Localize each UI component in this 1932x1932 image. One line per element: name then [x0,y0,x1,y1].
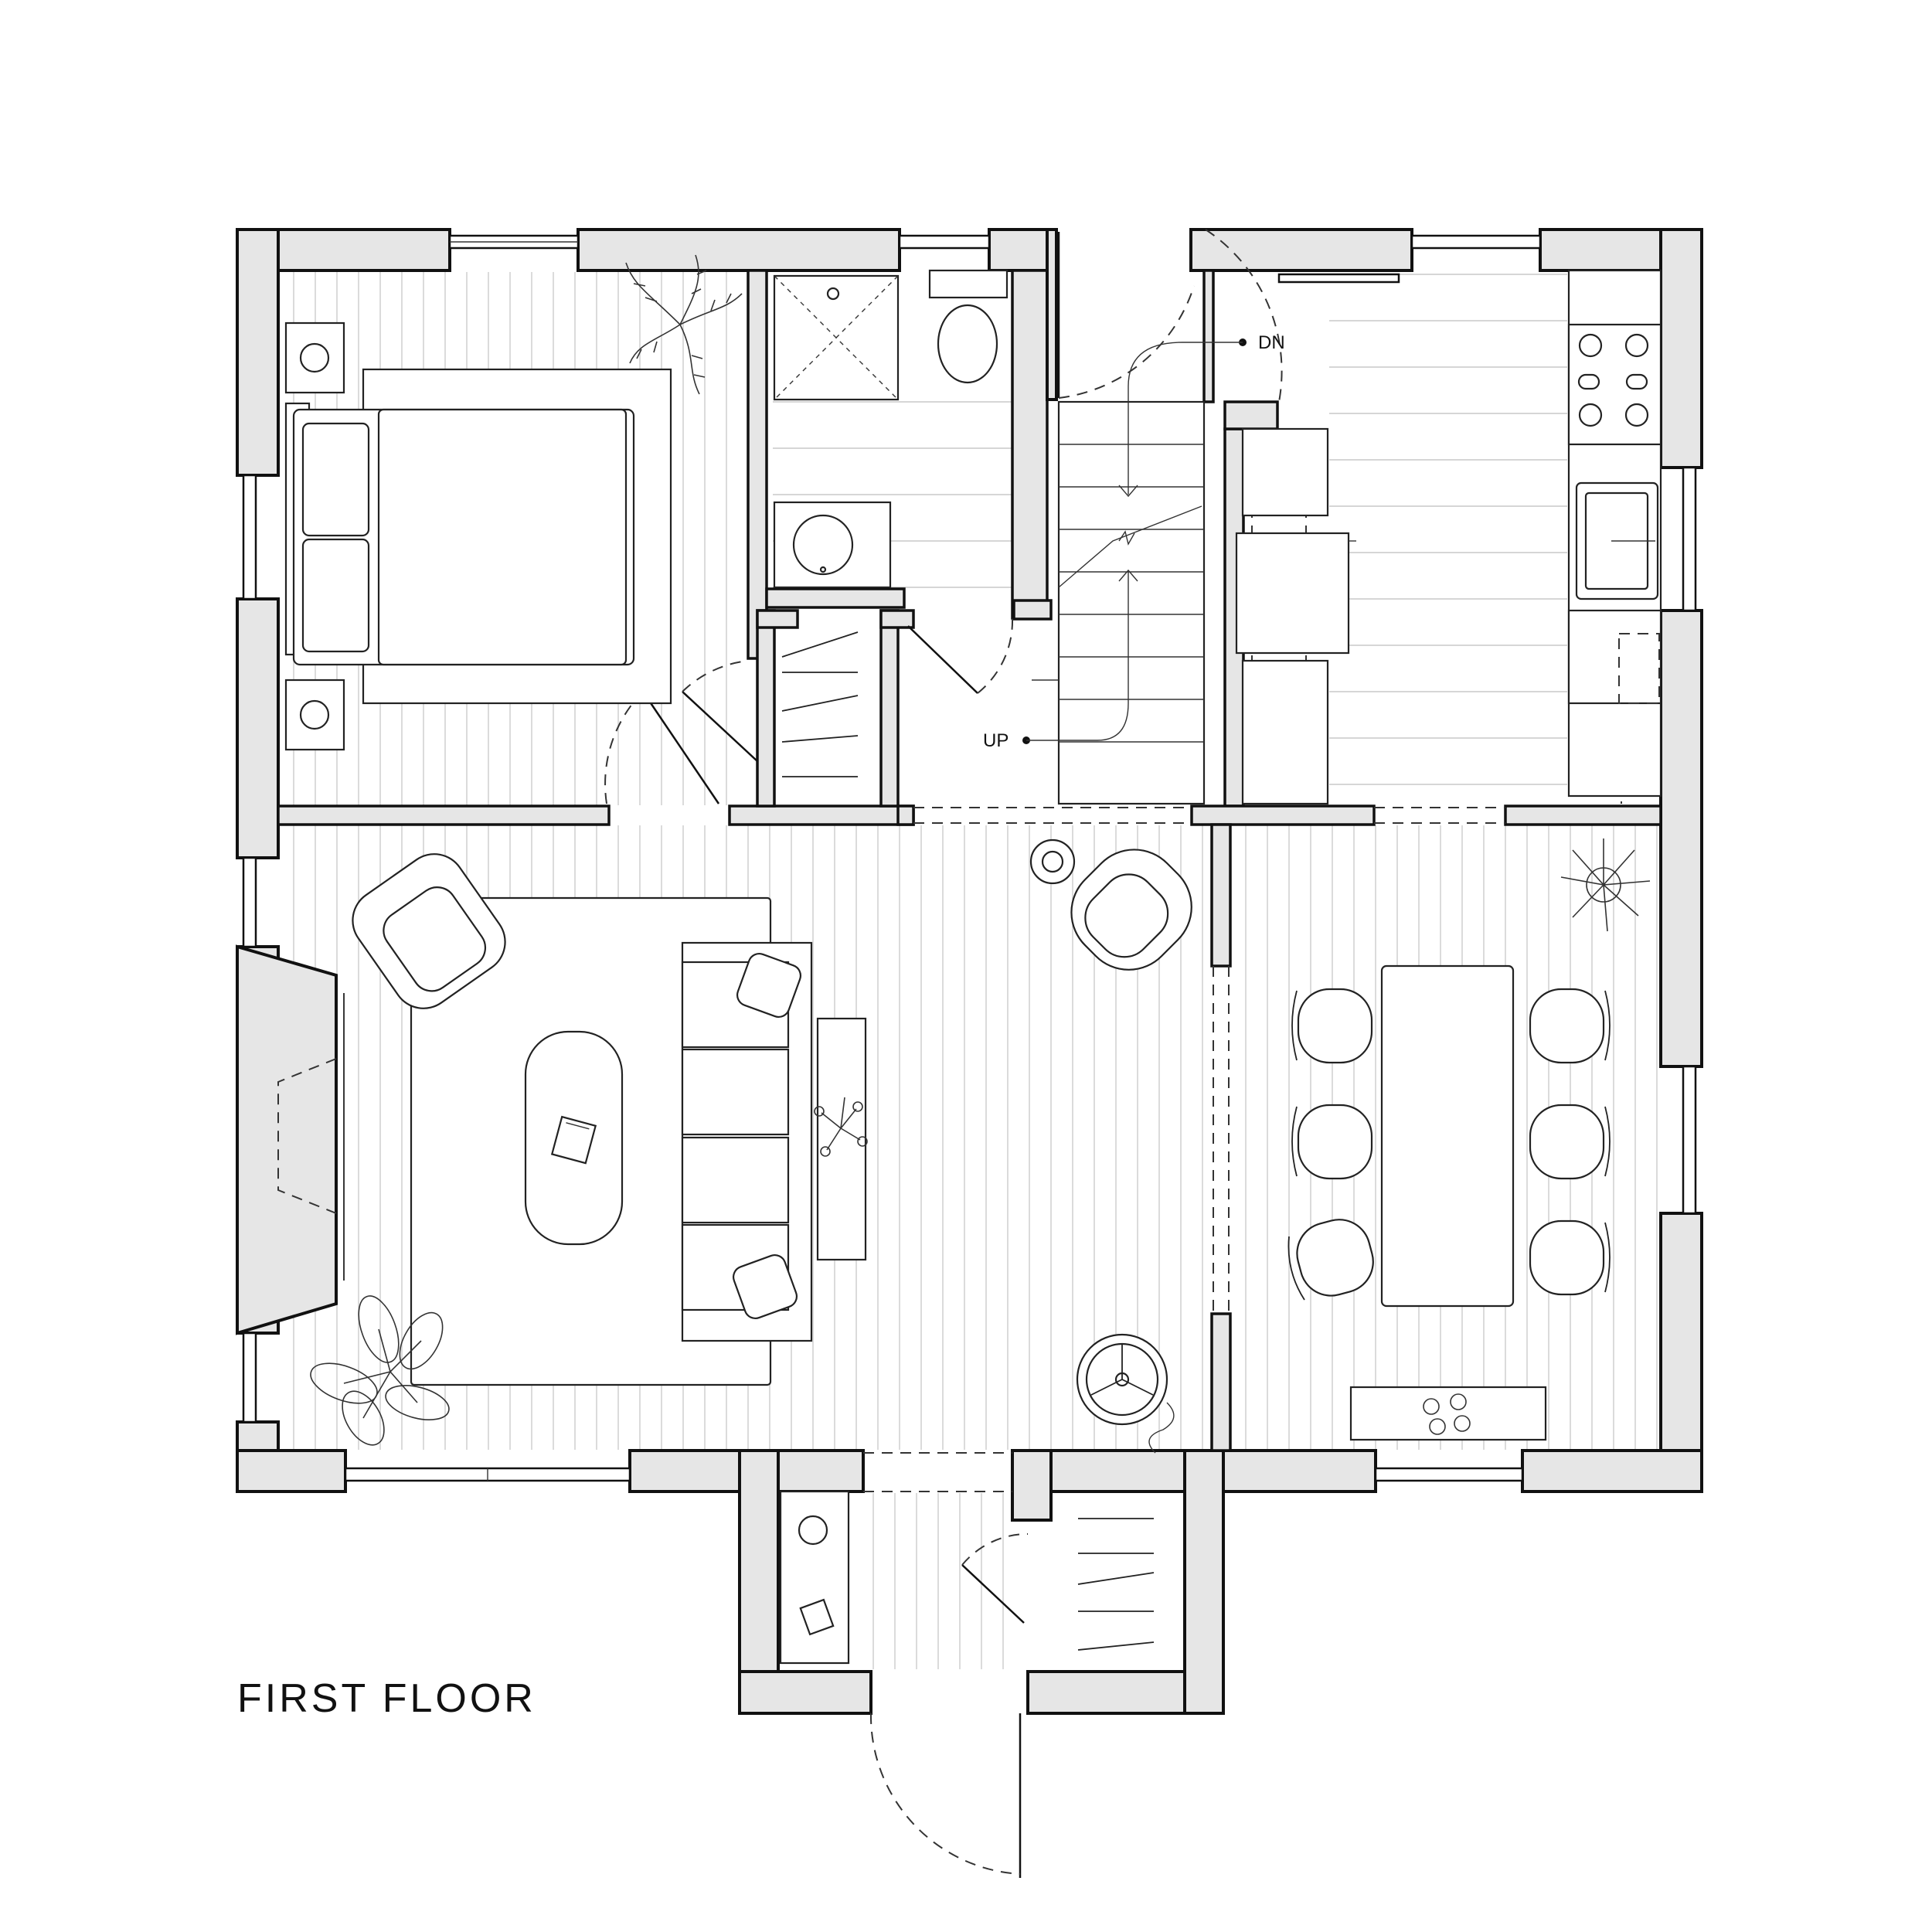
lamp-icon [299,699,330,730]
toilet-icon [937,304,998,384]
plant-icon [310,1295,450,1446]
sink-icon [792,514,854,576]
bathroom [773,269,1009,589]
kitchen [1235,269,1662,805]
book-icon [550,1115,597,1165]
windows [242,234,1697,1482]
dining-room [1287,838,1651,1441]
plant-icon [1423,1393,1471,1435]
bedroom [284,254,743,751]
stair [1022,338,1247,805]
drawing-title: FIRST FLOOR [237,1676,536,1721]
stair-down-label: DN [1258,332,1285,353]
plant-icon [625,254,743,395]
plant-icon [1560,838,1651,932]
bedroom-closet [781,631,859,777]
interior-walls [277,228,1662,1452]
stair-up-label: UP [983,730,1009,751]
dining-chairs [1287,988,1611,1301]
doors [604,229,1283,1878]
entry [779,1490,850,1665]
plant-icon [814,1097,868,1157]
shower-icon [826,287,840,301]
fireplace [236,944,345,1335]
entry-closet [1077,1518,1155,1651]
living-room [310,838,1192,1454]
lamp-icon [798,1515,828,1546]
lamp-icon [299,342,330,373]
